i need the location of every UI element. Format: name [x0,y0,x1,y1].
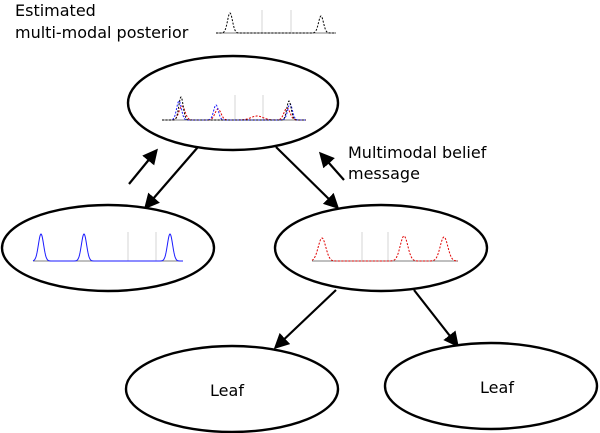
root-ellipse [126,54,340,152]
estimated-posterior-label-line2: multi-modal posterior [15,23,189,42]
posterior-curve [216,12,336,34]
leaf-node-right: Leaf [383,341,599,431]
estimated-posterior-label-line1: Estimated [15,1,96,20]
message-arrow-right [318,151,345,181]
leaf-right-label: Leaf [480,378,514,397]
root-red-curve [162,105,306,121]
right-ellipse [273,203,489,293]
belief-message-label-line2: message [348,164,420,183]
leaf-right-ellipse [383,341,599,431]
belief-message-label-line1: Multimodal belief [348,143,487,162]
message-arrow-left [128,148,158,185]
leaf-left-ellipse [124,344,340,433]
root-black-curve [162,96,306,121]
root-node [126,54,340,152]
leaf-node-left: Leaf [124,344,340,433]
left-node [0,203,216,293]
edge-right-to-leaf-left [273,289,337,350]
left-ellipse [0,203,216,293]
root-blue-curve [162,100,306,121]
right-node [273,203,489,293]
edge-right-to-leaf-right [413,289,459,348]
edge-root-to-right [275,146,340,210]
estimated-posterior-plot [216,10,336,34]
left-blue-curve [32,233,183,262]
edge-root-to-left [143,146,199,210]
leaf-left-label: Leaf [210,381,244,400]
right-red-curve [311,235,458,262]
